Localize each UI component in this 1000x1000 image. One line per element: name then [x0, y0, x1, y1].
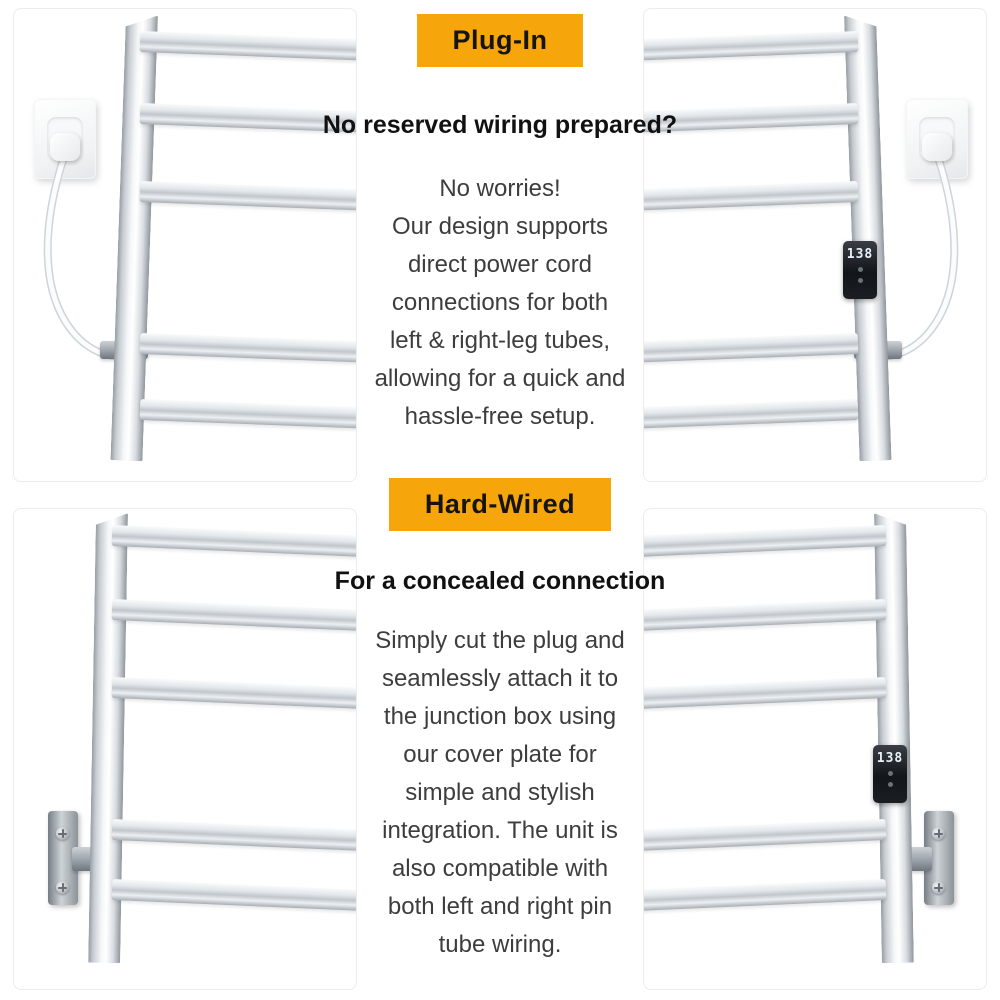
- power-plug: [50, 133, 80, 161]
- plugin-text-block: Plug-In No reserved wiring prepared? No …: [300, 14, 700, 436]
- hardwired-text-block: Hard-Wired For a concealed connection Si…: [300, 478, 700, 964]
- photo-panel-hardwired-left: [13, 508, 357, 990]
- plugin-body-text: No worries! Our design supports direct p…: [374, 174, 626, 430]
- timer-button-dot: [887, 782, 893, 787]
- screw: [932, 827, 945, 840]
- led-display-digits: 138: [876, 751, 904, 766]
- power-button-dot: [887, 771, 893, 776]
- photo-panel-plugin-left: [13, 8, 357, 482]
- screw: [56, 881, 69, 894]
- hardwired-heading: For a concealed connection: [334, 567, 666, 595]
- power-button-dot: [857, 267, 863, 272]
- photo-panel-plugin-right: 138: [643, 8, 987, 482]
- led-display: 138: [843, 241, 877, 299]
- hardwired-badge-label: Hard-Wired: [424, 489, 576, 519]
- hardwired-badge: Hard-Wired: [388, 478, 612, 531]
- screw: [932, 881, 945, 894]
- plugin-heading: No reserved wiring prepared?: [322, 111, 678, 139]
- screw: [56, 827, 69, 840]
- led-display: 138: [873, 745, 907, 803]
- plugin-badge-label: Plug-In: [452, 25, 548, 55]
- hardwired-body-text: Simply cut the plug and seamlessly attac…: [375, 626, 625, 958]
- timer-button-dot: [857, 278, 863, 283]
- led-display-digits: 138: [846, 247, 874, 262]
- plugin-badge: Plug-In: [416, 14, 584, 67]
- photo-panel-hardwired-right: 138: [643, 508, 987, 990]
- power-plug: [922, 133, 952, 161]
